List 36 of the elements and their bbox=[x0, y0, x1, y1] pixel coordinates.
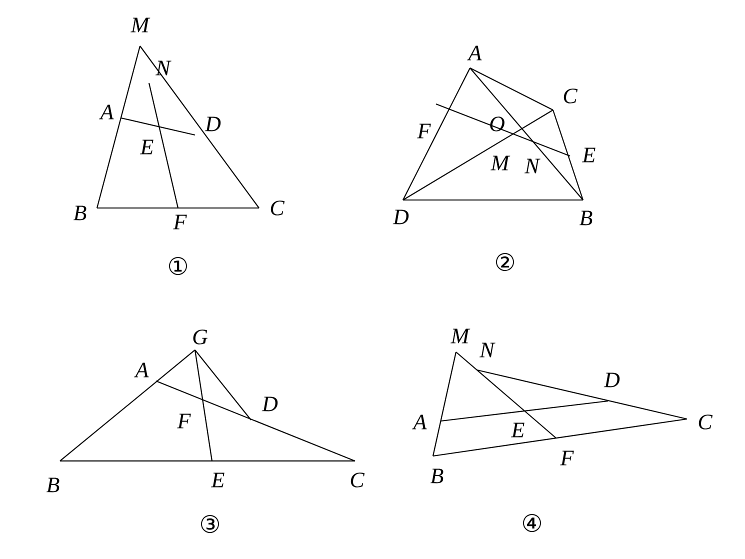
point-label: G bbox=[193, 330, 208, 344]
point-label: F bbox=[417, 124, 431, 138]
figure-number: ② bbox=[496, 253, 514, 271]
figure-number: ③ bbox=[201, 515, 219, 533]
point-label: M bbox=[450, 328, 470, 344]
point-label: C bbox=[698, 414, 713, 430]
point-label: N bbox=[524, 158, 540, 174]
point-label: B bbox=[430, 468, 444, 484]
point-label: D bbox=[204, 116, 221, 132]
point-label: F bbox=[173, 214, 187, 230]
point-label: N bbox=[156, 60, 172, 76]
point-label: F bbox=[560, 450, 574, 466]
point-label: A bbox=[467, 46, 482, 60]
point-label: D bbox=[604, 372, 620, 388]
figure-number: ④ bbox=[523, 514, 541, 532]
figure-number: ① bbox=[169, 257, 187, 275]
point-label: B bbox=[46, 478, 60, 492]
point-label: C bbox=[270, 200, 285, 216]
point-label: A bbox=[134, 362, 149, 378]
point-label: E bbox=[211, 472, 224, 488]
point-label: E bbox=[511, 422, 524, 438]
point-label: B bbox=[74, 206, 86, 220]
point-label: D bbox=[262, 396, 278, 412]
point-label: A bbox=[412, 414, 427, 430]
point-label: E bbox=[140, 140, 154, 154]
point-label: C bbox=[350, 472, 365, 488]
point-label: M bbox=[490, 156, 510, 170]
point-label: B bbox=[579, 210, 592, 226]
point-label: M bbox=[130, 18, 150, 32]
point-label: N bbox=[480, 342, 496, 358]
point-label: E bbox=[582, 148, 596, 162]
point-label: A bbox=[99, 104, 114, 120]
point-label: F bbox=[177, 414, 191, 428]
point-label: D bbox=[392, 210, 409, 224]
point-label: O bbox=[490, 116, 504, 132]
point-label: C bbox=[564, 88, 578, 104]
